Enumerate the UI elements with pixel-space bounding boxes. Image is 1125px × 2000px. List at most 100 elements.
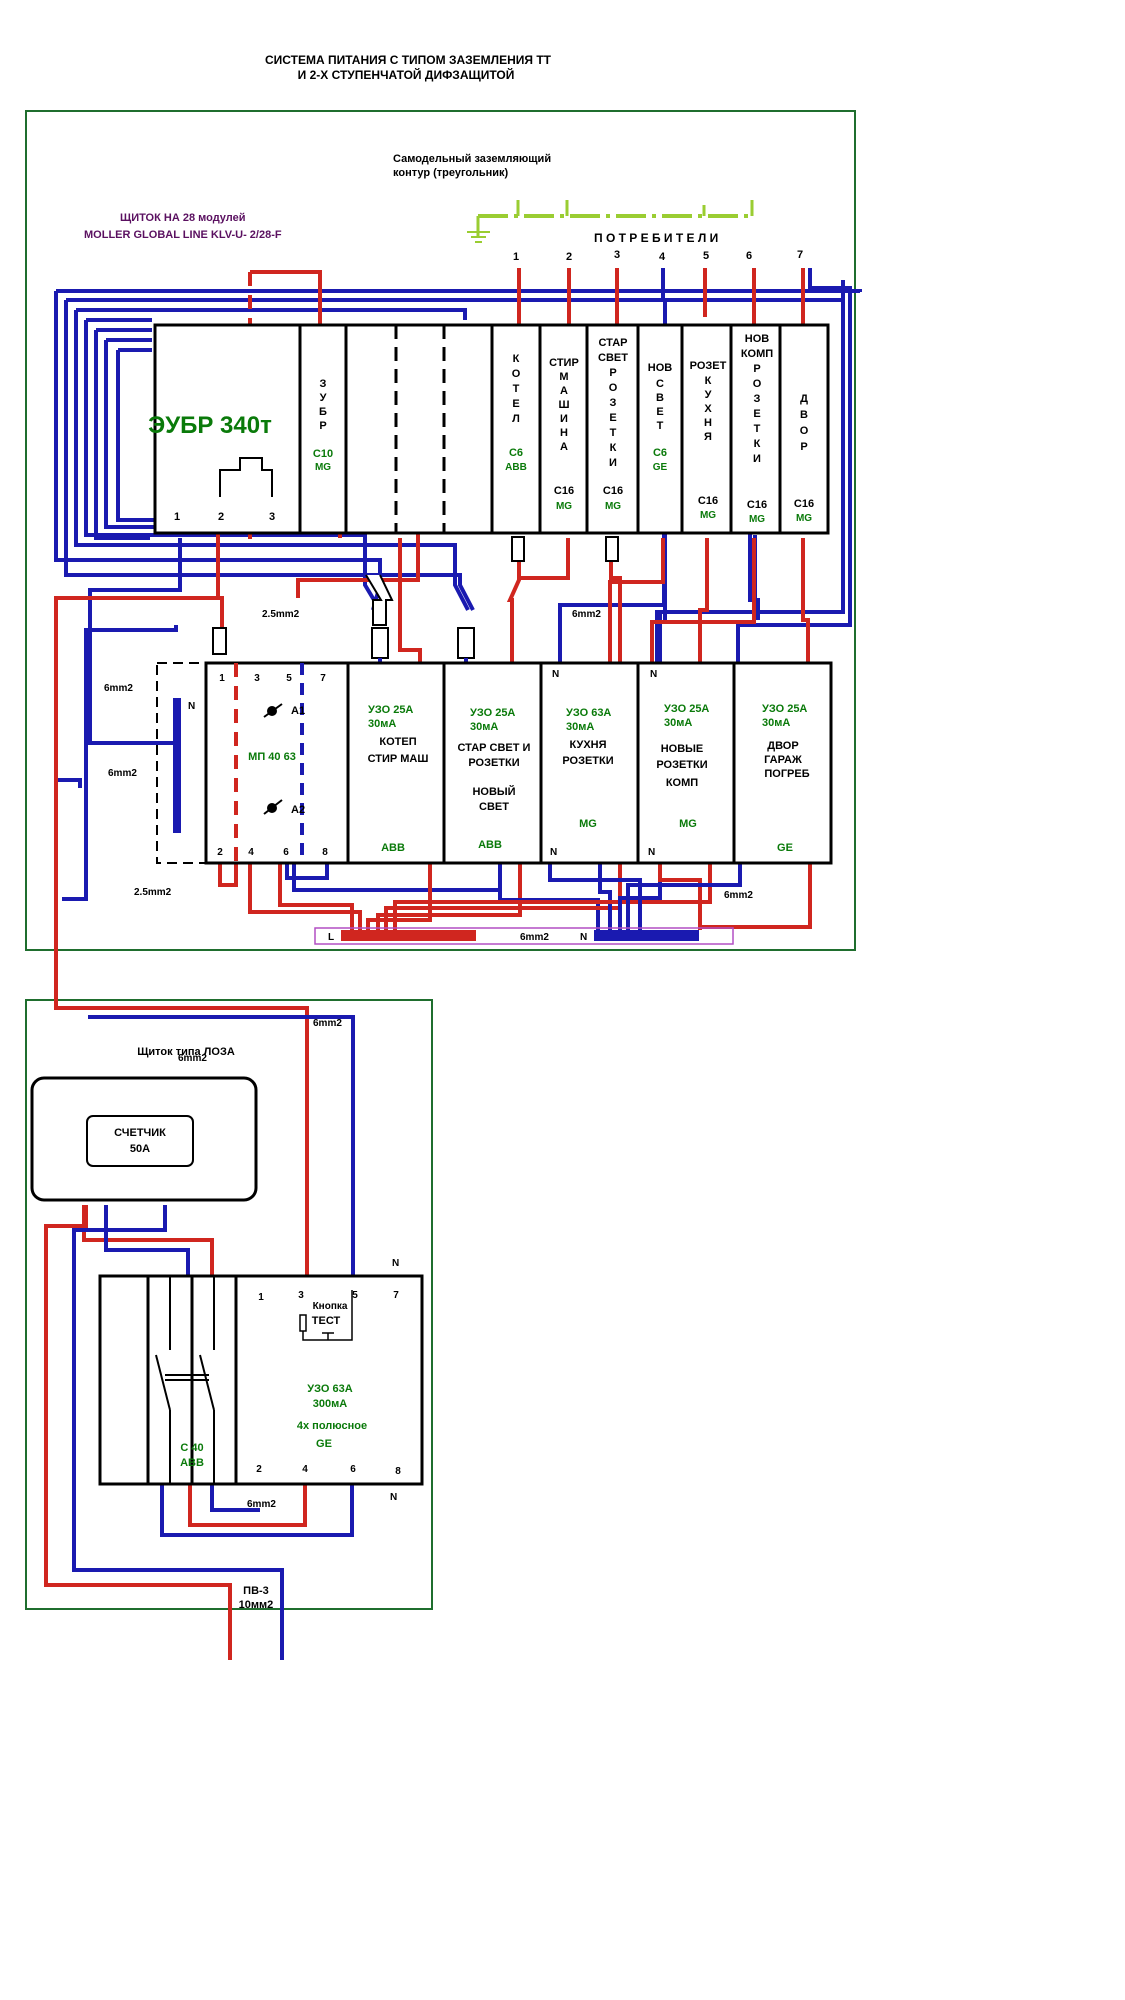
svg-text:6: 6: [283, 847, 289, 858]
svg-text:1: 1: [258, 1292, 264, 1303]
rcd-desc: СТАР СВЕТ И: [458, 742, 531, 754]
loza-rcd-brand: GE: [316, 1438, 332, 1450]
rcd-desc: РОЗЕТКИ: [562, 755, 613, 767]
rcd-desc: РОЗЕТКИ: [656, 759, 707, 771]
rcd-n-label: N: [550, 847, 557, 858]
panel-label-line1: ЩИТОК НА 28 модулей: [120, 212, 246, 224]
rcd-n-label: N: [650, 669, 657, 680]
earth-icon: [467, 231, 490, 243]
rcd-brand: MG: [579, 818, 597, 830]
consumer-number: 7: [797, 249, 803, 261]
meter-label-line1: СЧЕТЧИК: [114, 1127, 166, 1139]
breaker-brand: MG: [605, 501, 621, 512]
main-breaker-brand: ABB: [180, 1457, 204, 1469]
meter-display: [86, 1115, 194, 1167]
wire-label: 6mm2: [724, 890, 753, 901]
breaker-rating: C16: [554, 485, 574, 497]
svg-text:2: 2: [217, 847, 223, 858]
meter-label-line2: 50А: [130, 1143, 150, 1155]
input-cable-label-line2: 10мм2: [239, 1599, 274, 1611]
rcd-desc: РОЗЕТКИ: [468, 757, 519, 769]
svg-text:8: 8: [322, 847, 328, 858]
main-breaker-switch-icon: [155, 1276, 215, 1484]
wire-label: 6mm2: [247, 1499, 276, 1510]
breaker-rating: C16: [698, 495, 718, 507]
breaker-brand: GE: [653, 462, 668, 473]
input-cable-label-line1: ПВ-3: [243, 1585, 269, 1597]
test-button-icon: [299, 1290, 353, 1341]
panel-label-line2: MOLLER GLOBAL LINE KLV-U- 2/28-F: [84, 229, 282, 241]
main-breaker-rating: C 40: [180, 1442, 203, 1454]
svg-text:5: 5: [352, 1290, 358, 1301]
loza-rcd-rating: УЗО 63А: [307, 1383, 352, 1395]
rcd-desc: СВЕТ: [479, 801, 509, 813]
wire-label: 6mm2: [520, 932, 549, 943]
mp-name: МП 40 63: [248, 751, 296, 763]
relay-terminal: 2: [218, 511, 224, 523]
consumer-number: 6: [746, 250, 752, 262]
ground-loop-label-line2: контур (треугольник): [393, 167, 509, 179]
relay-terminal: 3: [269, 511, 275, 523]
main-panel-frame: [25, 110, 856, 951]
rcd-desc: ДВОР: [767, 740, 798, 752]
mp-a2-label: A2: [291, 804, 305, 816]
rcd-current: 30мА: [762, 717, 790, 729]
rcd-desc: ПОГРЕБ: [764, 768, 809, 780]
loza-rcd-current: 300мА: [313, 1398, 347, 1410]
consumer-number: 4: [659, 251, 666, 263]
breaker-brand: MG: [315, 462, 331, 473]
svg-text:6: 6: [350, 1464, 356, 1475]
wire-label: 6mm2: [313, 1018, 342, 1029]
rcd-desc: КОТЕП: [379, 736, 416, 748]
busbar-holder: [314, 927, 734, 945]
rcd-rating: УЗО 25А: [664, 703, 709, 715]
ground-loop-bus: [476, 200, 754, 238]
phase-wires-upper: [54, 268, 810, 995]
loza-n-top: N: [392, 1258, 399, 1269]
consumer-number: 3: [614, 249, 620, 261]
rcd-rating: УЗО 25А: [762, 703, 807, 715]
breaker-rating: C6: [509, 447, 523, 459]
rcd-current: 30мА: [368, 718, 396, 730]
diagram-title-line2: И 2-Х СТУПЕНЧАТОЙ ДИФЗАЩИТОЙ: [298, 67, 515, 82]
loza-title: Щиток типа ЛОЗА: [137, 1046, 235, 1058]
rcd-current: 30мА: [566, 721, 594, 733]
svg-text:4: 4: [248, 847, 254, 858]
consumer-numbers: 1 2 3 4 5 6 7: [513, 249, 803, 263]
mp-contact-a2-icon: [263, 799, 283, 815]
wire-label: 2.5mm2: [262, 609, 300, 620]
loza-n-bottom: N: [390, 1492, 397, 1503]
mp-terminals: 1 3 5 7 2 4 6 8: [217, 673, 328, 858]
breaker-rating: C16: [794, 498, 814, 510]
wire-label: 2.5mm2: [134, 887, 172, 898]
rcd-n-label: N: [552, 669, 559, 680]
breaker-rating: C16: [603, 485, 623, 497]
breaker-rating: C10: [313, 448, 333, 460]
rcd-rating: УЗО 63А: [566, 707, 611, 719]
diagram-title-line1: СИСТЕМА ПИТАНИЯ С ТИПОМ ЗАЗЕМЛЕНИЯ ТТ: [265, 53, 552, 67]
breaker-brand: MG: [749, 514, 765, 525]
breaker-brand: ABB: [505, 462, 527, 473]
breaker-brand: MG: [700, 510, 716, 521]
test-button-label-line2: ТЕСТ: [312, 1315, 341, 1327]
svg-text:3: 3: [254, 673, 260, 684]
lower-rail: [204, 661, 833, 865]
loza-rcd-terminals: 1 3 5 7 2 4 6 8: [256, 1290, 401, 1477]
svg-text:7: 7: [393, 1290, 399, 1301]
n-bar: [173, 698, 181, 833]
svg-text:3: 3: [298, 1290, 304, 1301]
rcd-current: 30мА: [664, 717, 692, 729]
wire-label: 6mm2: [178, 1053, 207, 1064]
svg-text:1: 1: [219, 673, 225, 684]
rcd-n-label: N: [648, 847, 655, 858]
wire-label: 6mm2: [104, 683, 133, 694]
consumer-number: 1: [513, 251, 519, 263]
consumers-label: П О Т Р Е Б И Т Е Л И: [594, 231, 718, 245]
wire-label: 6mm2: [108, 768, 137, 779]
